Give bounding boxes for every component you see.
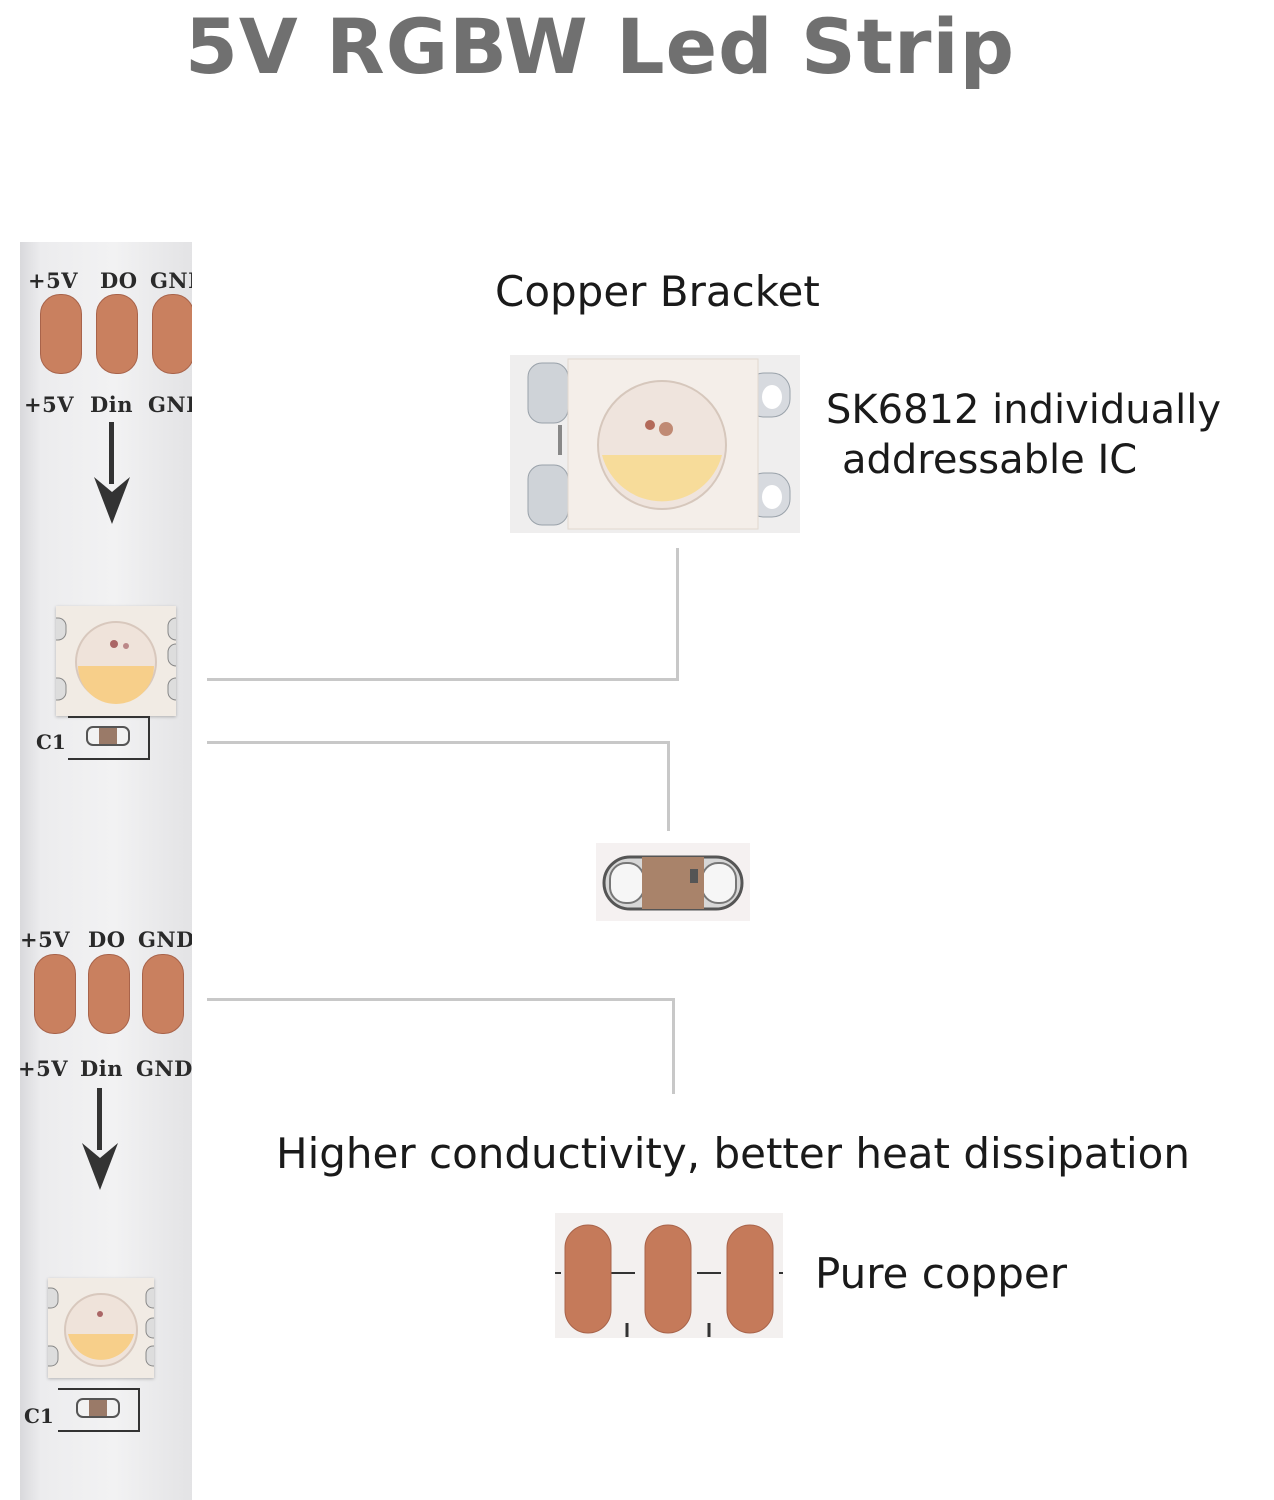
copper-bracket-label: Copper Bracket (495, 267, 820, 316)
capacitor-frame (58, 1388, 140, 1432)
connector-line-led (207, 678, 679, 681)
connector-line-led-vertical (676, 548, 679, 681)
connector-line-capacitor-vertical (667, 741, 670, 831)
strip-mid-do-label: DO (88, 927, 126, 952)
led-chip-closeup (510, 355, 800, 533)
strip-din2-label: Din (80, 1056, 123, 1081)
conductivity-label: Higher conductivity, better heat dissipa… (276, 1129, 1190, 1178)
strip-top-gnd-label: GNI (150, 268, 192, 293)
strip-din-label: Din (90, 392, 133, 417)
copper-pad-icon (152, 294, 192, 374)
pure-copper-label: Pure copper (815, 1249, 1067, 1298)
pure-copper-pads (555, 1213, 783, 1338)
capacitor-icon (76, 1398, 120, 1418)
c1-label: C1 (36, 730, 66, 754)
strip-din-gnd-label: GNI (148, 392, 192, 417)
led-strip: +5V DO GNI +5V Din GNI C1 +5V DO GND (20, 242, 192, 1500)
connector-line-pad-vertical (672, 998, 675, 1094)
capacitor-closeup (596, 843, 750, 921)
strip-mid-5v-label: +5V (20, 927, 71, 952)
strip-top-do-label: DO (100, 268, 138, 293)
strip-din2-5v-label: +5V (20, 1056, 69, 1081)
capacitor-frame (68, 716, 150, 760)
page-title: 5V RGBW Led Strip (185, 2, 1015, 91)
connector-line-capacitor (207, 741, 670, 744)
arrow-down-icon (94, 422, 130, 524)
copper-pad-icon (96, 294, 138, 374)
c1-bottom-label: C1 (24, 1404, 54, 1428)
connector-line-pad (207, 998, 675, 1001)
strip-din2-gnd-label: GND (136, 1056, 192, 1081)
copper-pad-icon (34, 954, 76, 1034)
copper-pad-icon (88, 954, 130, 1034)
strip-din-5v-label: +5V (24, 392, 75, 417)
led-chip-icon (41, 1278, 163, 1378)
ic-label: SK6812 individually addressable IC (826, 385, 1221, 485)
ic-label-line2: addressable IC (842, 437, 1138, 483)
ic-label-line1: SK6812 individually (826, 387, 1222, 433)
copper-pad-icon (40, 294, 82, 374)
strip-top-5v-label: +5V (28, 268, 79, 293)
strip-mid-gnd-label: GND (138, 927, 192, 952)
arrow-down-icon (82, 1088, 118, 1190)
copper-pad-icon (142, 954, 184, 1034)
capacitor-icon (86, 726, 130, 746)
led-chip-icon (47, 606, 187, 716)
